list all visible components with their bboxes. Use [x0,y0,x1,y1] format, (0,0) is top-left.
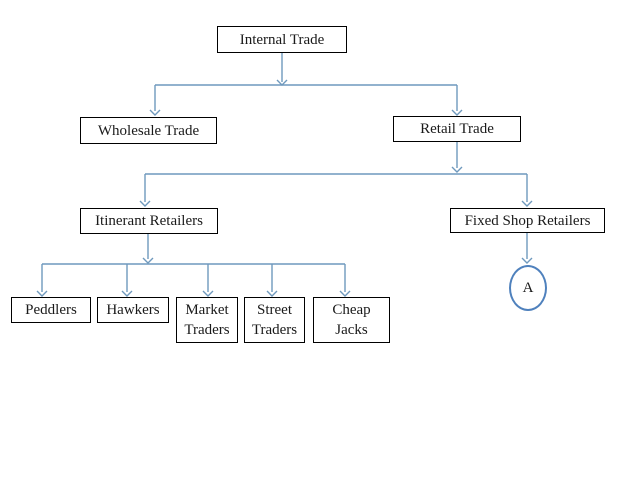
arrowhead-icon [142,257,154,264]
node-label: Peddlers [25,302,77,318]
arrowhead-icon [139,200,151,207]
node-label: Wholesale Trade [97,122,200,139]
node-label: A [522,280,534,296]
arrowhead-icon [521,200,533,207]
node-itinerant-retailers: Itinerant Retailers [80,208,218,234]
node-retail-trade: Retail Trade [393,116,521,142]
node-fixed-shop-retailers: Fixed Shop Retailers [450,208,605,233]
node-label: Fixed Shop Retailers [464,212,591,229]
node-label-line2: Jacks [335,322,368,338]
node-label: Retail Trade [420,121,494,137]
arrowhead-icon [202,290,214,297]
node-label: Hawkers [106,302,160,318]
arrowhead-icon [521,257,533,264]
node-wholesale-trade: Wholesale Trade [80,117,217,144]
node-label-line2: Traders [184,322,230,338]
arrowhead-icon [276,79,288,86]
node-label-line1: Market [185,302,229,318]
node-cheap-jacks: Cheap Jacks [313,297,390,343]
node-label: Itinerant Retailers [95,213,203,229]
arrowhead-icon [451,109,463,116]
node-peddlers: Peddlers [11,297,91,323]
off-page-connector-a: A [509,265,547,311]
arrowhead-icon [149,109,161,116]
arrowhead-icon [451,166,463,173]
arrowhead-icon [339,290,351,297]
arrowhead-icon [266,290,278,297]
node-label-line1: Cheap [332,302,371,318]
node-hawkers: Hawkers [97,297,169,323]
node-market-traders: Market Traders [176,297,238,343]
node-label-line1: Street [257,302,292,318]
node-street-traders: Street Traders [244,297,305,343]
arrowhead-icon [121,290,133,297]
node-label-line2: Traders [251,322,298,338]
arrowhead-icon [36,290,48,297]
node-internal-trade: Internal Trade [217,26,347,53]
node-label: Internal Trade [239,31,325,48]
